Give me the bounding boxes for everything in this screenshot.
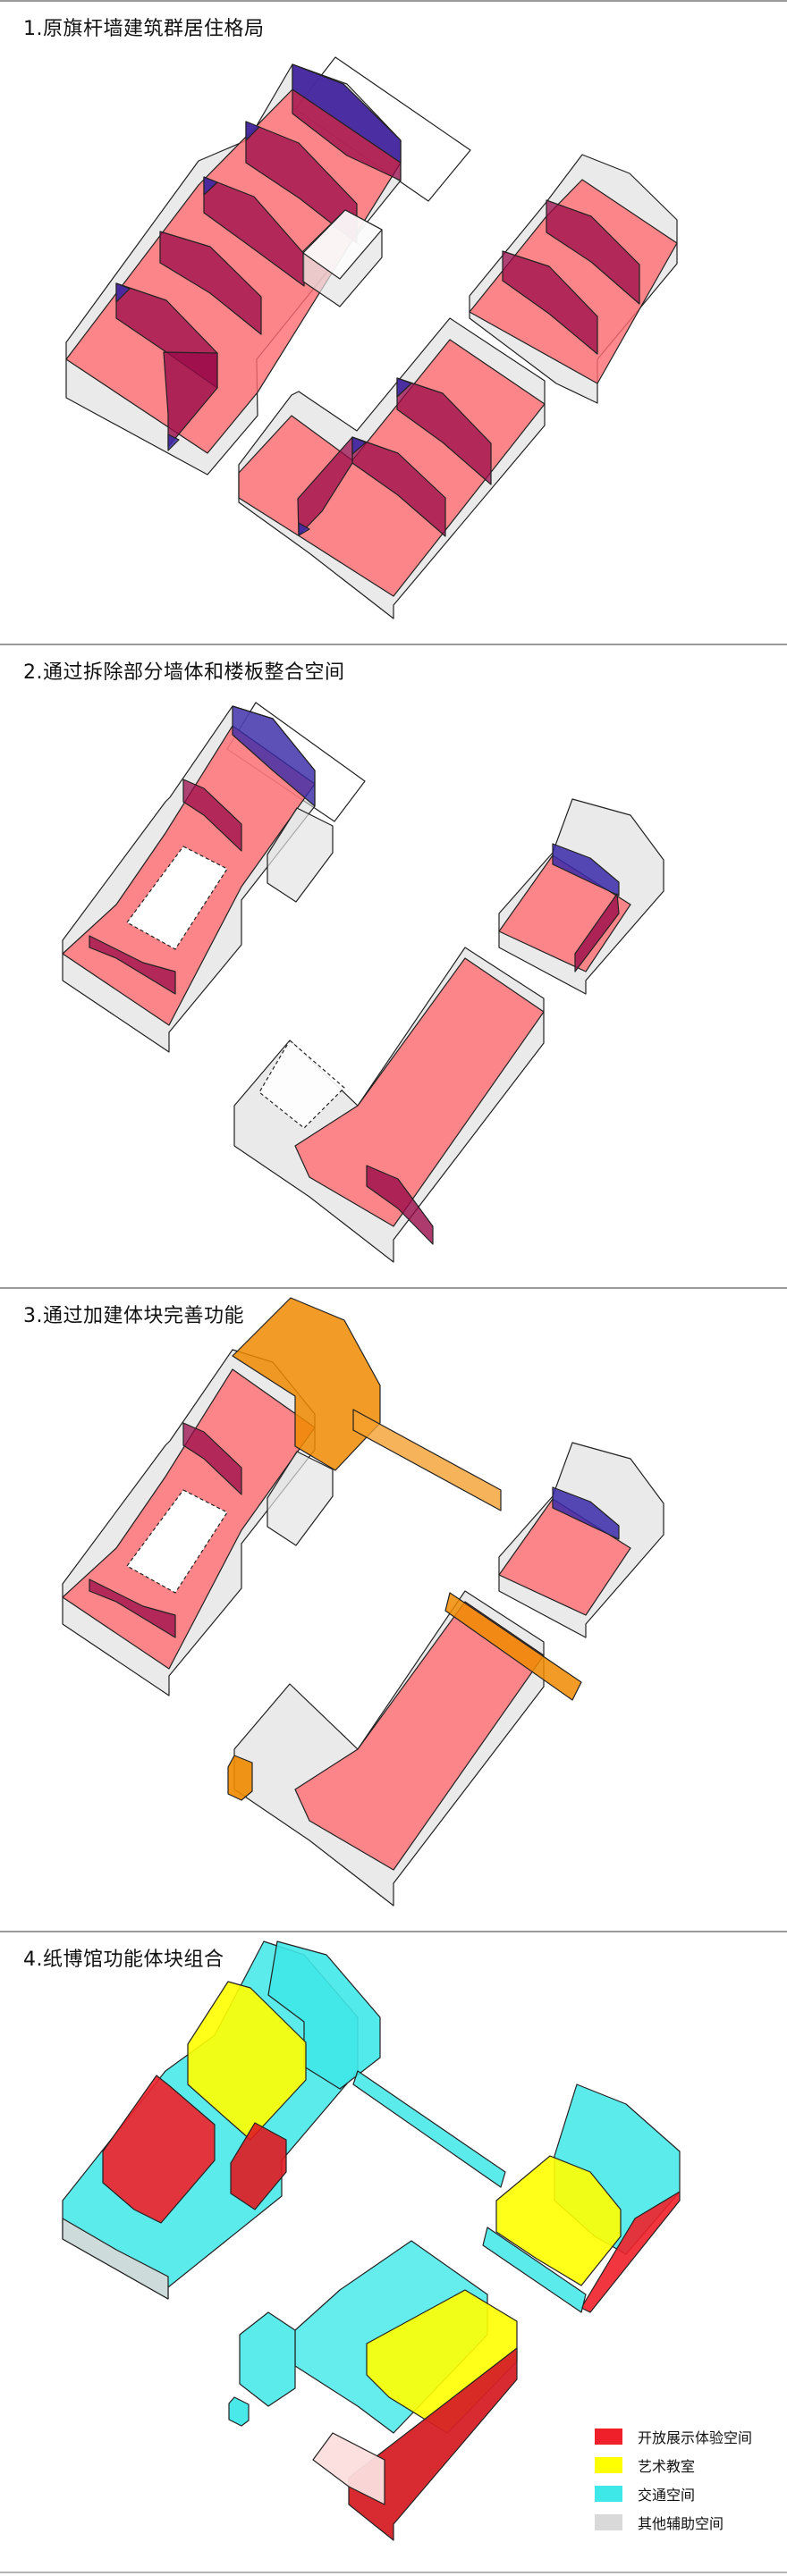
removed-wall [351, 436, 367, 455]
panel-title: 4.纸博馆功能体块组合 [23, 1949, 224, 1971]
roof-wall [89, 935, 176, 995]
atrium-void [126, 1489, 228, 1594]
legend-label: 艺术教室 [638, 2458, 696, 2475]
bottom-divider [0, 2572, 787, 2573]
panel-4: 4.纸博馆功能体块组合 [0, 1931, 787, 2574]
annex-envelope [267, 807, 334, 903]
addition-bridge [352, 1409, 502, 1511]
circulation-tower [267, 1940, 381, 2090]
roof-wall [232, 705, 316, 807]
right-lower-floor [294, 1601, 545, 1871]
right-lower-floor [294, 957, 545, 1227]
removed-wall [552, 1486, 620, 1540]
roof-wall [159, 231, 262, 335]
removed-wall [167, 434, 180, 451]
removed-wall [552, 843, 620, 897]
removed-wall [203, 176, 218, 196]
exhibition-strip [580, 2191, 681, 2313]
legend-label: 开放展示体验空间 [638, 2429, 753, 2446]
removed-wall [292, 63, 402, 164]
panel-3: 3.通过加建体块完善功能 [0, 1287, 787, 1931]
circulation-entrance [239, 2311, 296, 2407]
removed-wall [396, 377, 412, 398]
roof-wall [366, 1165, 434, 1245]
massing-diagram-demolition [62, 702, 664, 1263]
panel-2: 2.通过拆除部分墙体和楼板整合空间 [0, 644, 787, 1287]
annex-envelope [267, 1451, 334, 1546]
legend-item-circulation: 交通空间 [595, 2479, 752, 2508]
roof-wall [182, 1422, 242, 1495]
circulation-link [482, 2227, 587, 2313]
roof-wall [203, 176, 305, 287]
panel-title: 3.通过加建体块完善功能 [23, 1305, 244, 1327]
roof-wall [546, 199, 640, 305]
circulation-bridge [352, 2070, 506, 2188]
legend-label: 交通空间 [638, 2487, 696, 2504]
roof-wall [574, 893, 620, 972]
exhibition-block [102, 2075, 216, 2224]
removed-wall [245, 121, 260, 141]
auxiliary-pink [312, 2432, 385, 2505]
panel-title: 2.通过拆除部分墙体和楼板整合空间 [23, 661, 345, 684]
classroom-block [495, 2155, 622, 2286]
massing-diagram-functions [62, 1940, 681, 2541]
legend-item-auxiliary: 其他辅助空间 [595, 2508, 752, 2537]
roof-wall [396, 377, 492, 485]
legend-swatch-cyan [595, 2486, 622, 2502]
removed-wall [298, 522, 310, 536]
circulation-small-box [228, 2396, 250, 2427]
roof-wall [89, 1578, 176, 1638]
massing-diagram-original [65, 56, 678, 619]
roof-wall [163, 351, 218, 448]
courtyard-void [258, 1040, 345, 1129]
legend-item-classroom: 艺术教室 [595, 2451, 752, 2479]
roof-wall [182, 779, 242, 852]
legend-swatch-yellow [595, 2457, 622, 2473]
massing-diagram-additions [62, 1297, 664, 1907]
annex-top [302, 209, 383, 280]
roof-wall [502, 250, 598, 355]
addition-stair-tower [232, 1297, 381, 1471]
addition-small-box [227, 1755, 253, 1801]
addition-corridor [444, 1592, 582, 1701]
panel-1: 1.原旗杆墙建筑群居住格局 [0, 0, 787, 644]
removed-wall [115, 282, 131, 303]
legend-swatch-grey [595, 2514, 622, 2530]
exhibition-annex [230, 2122, 287, 2210]
legend-swatch-red [595, 2429, 622, 2445]
atrium-void [126, 846, 228, 950]
legend-label: 其他辅助空间 [638, 2515, 724, 2532]
panel-title: 1.原旗杆墙建筑群居住格局 [23, 18, 265, 40]
legend-item-exhibition: 开放展示体验空间 [595, 2422, 752, 2451]
auxiliary-space [62, 2218, 169, 2300]
legend: 开放展示体验空间 艺术教室 交通空间 其他辅助空间 [595, 2422, 752, 2537]
